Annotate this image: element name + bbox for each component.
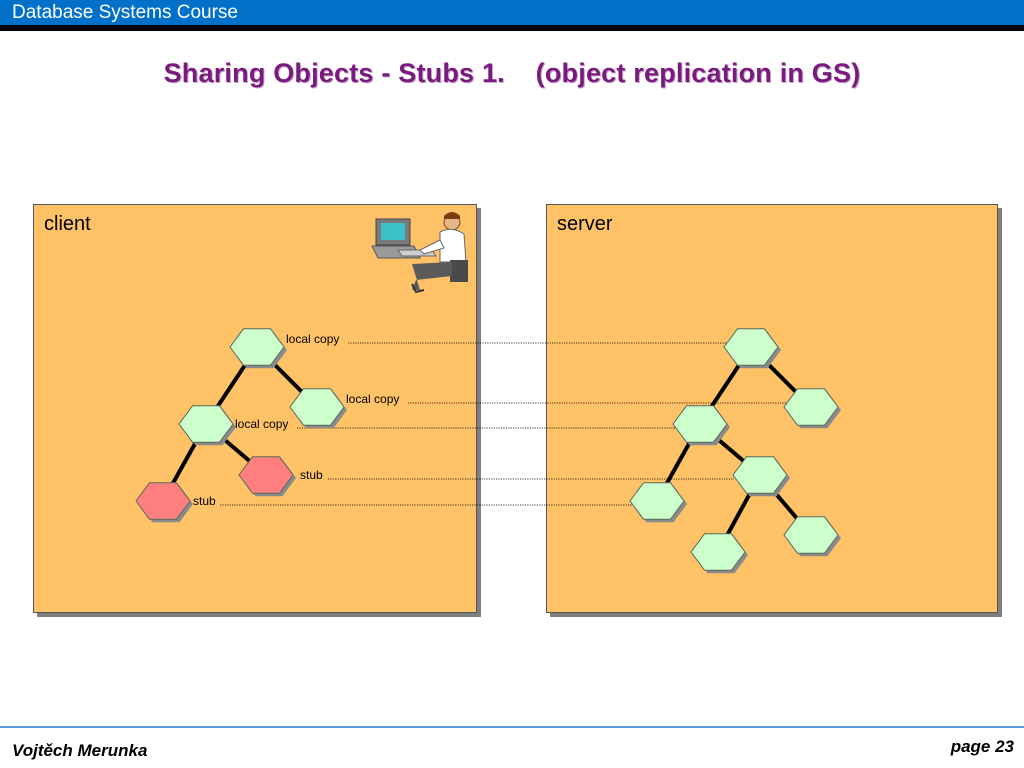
node-label-c_root: local copy bbox=[286, 332, 339, 346]
node-label-c_mid: local copy bbox=[235, 417, 288, 431]
client-label: client bbox=[44, 213, 91, 235]
node-label-c_right: local copy bbox=[346, 392, 399, 406]
course-header: Database Systems Course bbox=[0, 0, 1024, 25]
local-node-c_right bbox=[289, 388, 345, 426]
local-node-s_leaf1 bbox=[690, 533, 746, 571]
slide-title: Sharing Objects - Stubs 1. (object repli… bbox=[163, 58, 861, 88]
footer-rule bbox=[0, 726, 1024, 728]
replication-links bbox=[220, 342, 786, 506]
author-name: Vojtěch Merunka bbox=[12, 741, 148, 760]
stub-node-c_stub1 bbox=[238, 456, 294, 494]
local-node-s_right bbox=[783, 388, 839, 426]
stub-node-c_stub2 bbox=[135, 482, 191, 520]
object-nodes bbox=[135, 328, 841, 574]
local-node-s_root bbox=[723, 328, 779, 366]
tree-edges bbox=[161, 345, 813, 553]
local-node-c_root bbox=[229, 328, 285, 366]
local-node-s_leaf2 bbox=[783, 516, 839, 554]
header-rule bbox=[0, 25, 1024, 31]
node-labels: local copy local copy local copy stub stub bbox=[193, 332, 399, 508]
client-panel bbox=[33, 204, 477, 613]
node-label-c_stub2: stub bbox=[193, 494, 216, 508]
local-node-c_mid bbox=[178, 405, 234, 443]
node-label-c_stub1: stub bbox=[300, 468, 323, 482]
server-panel bbox=[546, 204, 998, 613]
server-label: server bbox=[557, 213, 613, 235]
page-number: page 23 bbox=[950, 737, 1014, 756]
local-node-s_mid bbox=[672, 405, 728, 443]
user-at-computer-icon bbox=[371, 212, 468, 294]
local-node-s_leftLeaf bbox=[629, 482, 685, 520]
local-node-s_midR bbox=[732, 456, 788, 494]
